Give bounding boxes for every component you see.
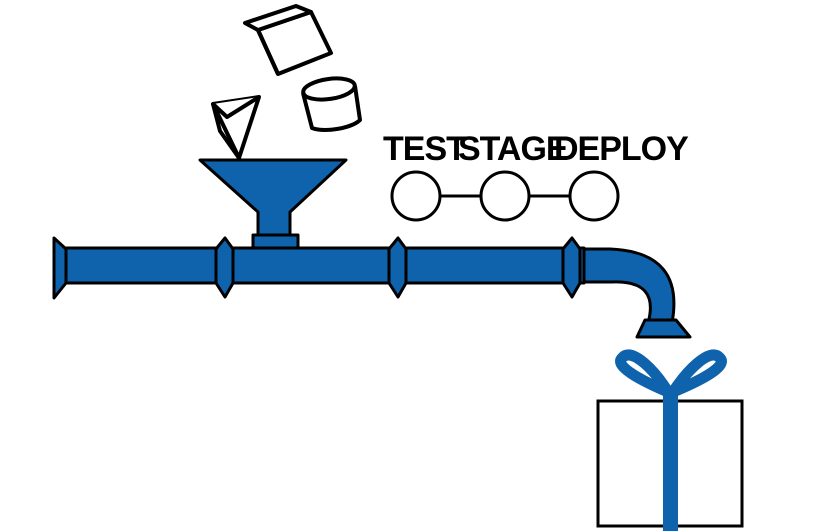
pipe-flange-2 (387, 236, 408, 299)
pipe-flange-3 (561, 236, 582, 299)
stage-node-test (390, 170, 442, 222)
stage-node-deploy (568, 170, 620, 222)
funnel-icon (198, 158, 348, 250)
pipe-flange-left (52, 236, 68, 300)
stage-node-stage (479, 170, 531, 222)
triangular-prism-icon (211, 95, 261, 160)
cylinder-icon (301, 76, 362, 132)
gift-bow (615, 349, 727, 398)
pipe-icon (52, 236, 692, 339)
stage-label-stage: STAGE (458, 130, 568, 168)
stage-label-test: TEST (383, 130, 467, 168)
gift-box-icon (596, 349, 744, 531)
stage-nodes (390, 170, 620, 222)
stage-label-deploy: DEPLOY (554, 130, 689, 168)
gift-ribbon (663, 392, 678, 531)
cube-icon (243, 4, 333, 76)
pipe-flange-1 (214, 236, 235, 299)
